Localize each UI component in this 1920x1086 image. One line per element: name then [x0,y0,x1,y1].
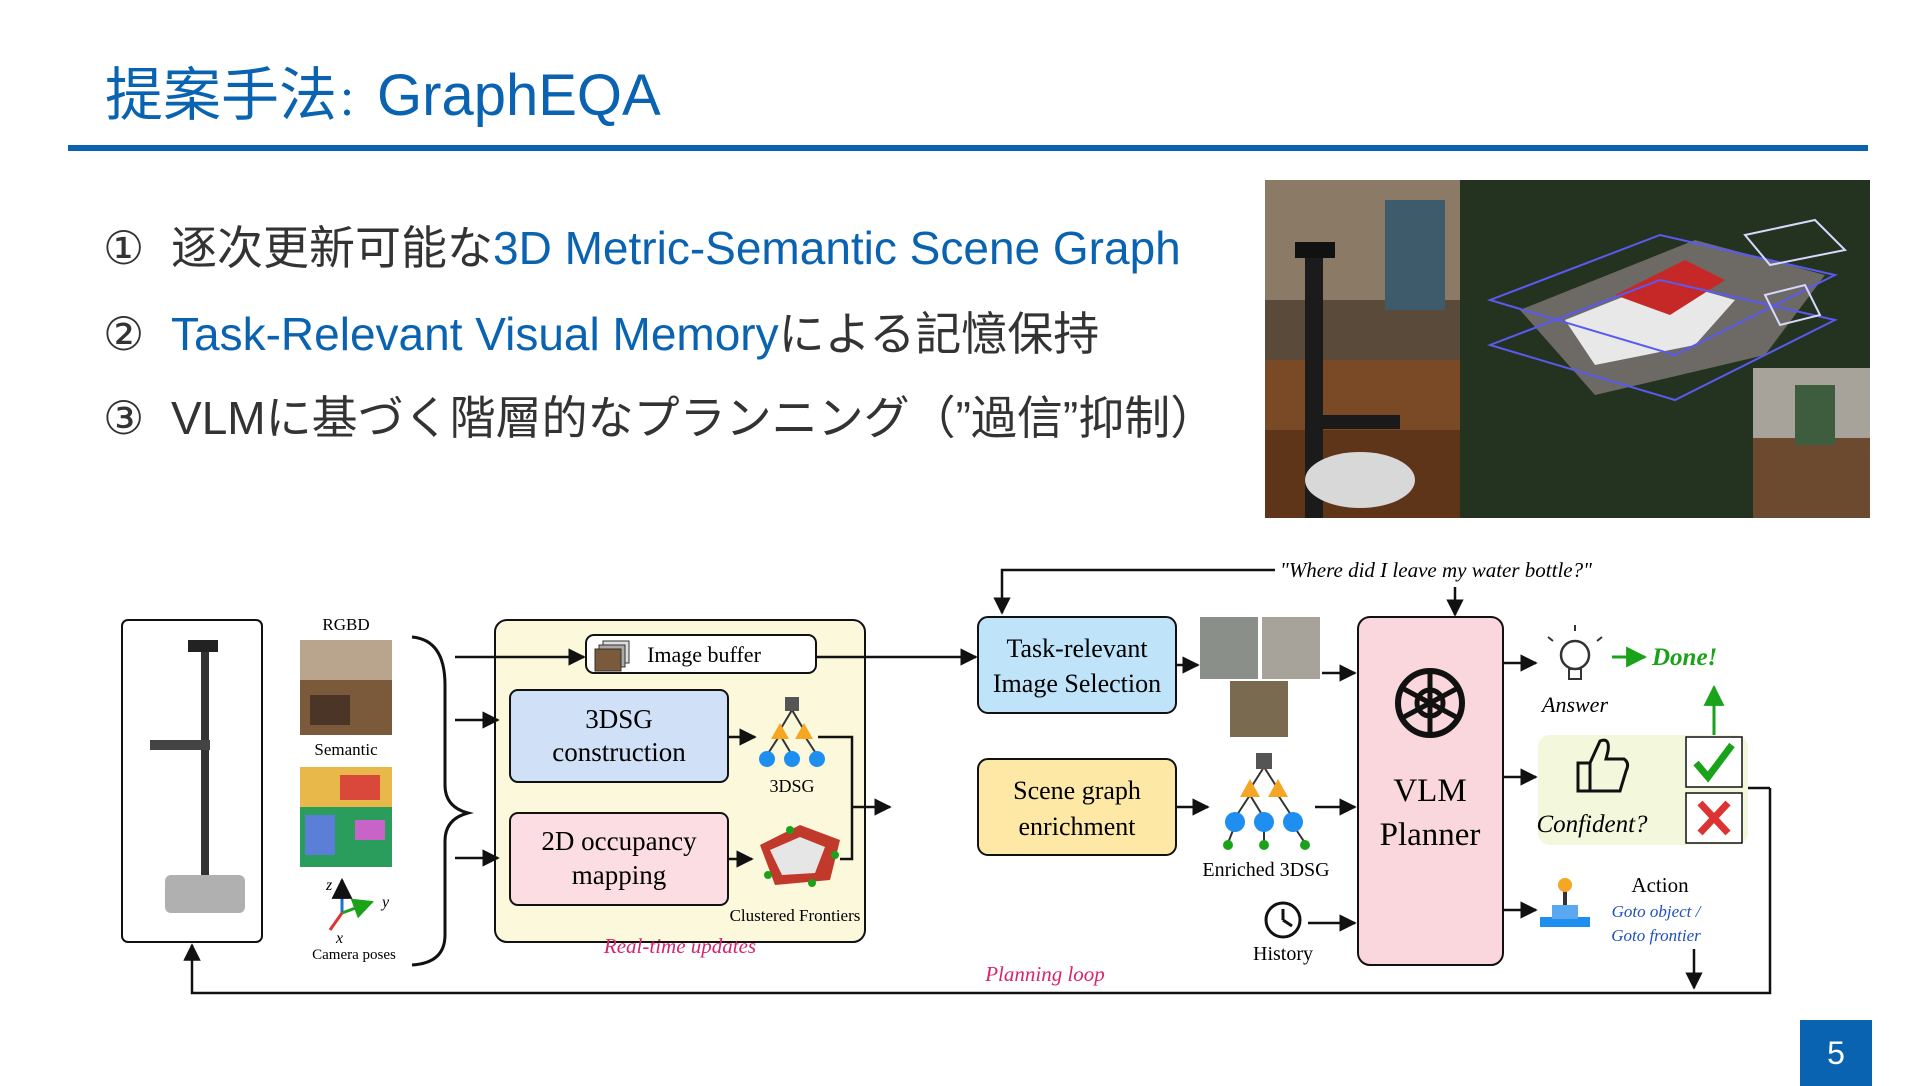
frontiers-label: Clustered Frontiers [730,906,861,925]
image-buffer-label: Image buffer [647,642,761,667]
enrichment-line1: Scene graph [1013,776,1141,805]
dsg-label: 3DSG [769,776,814,796]
cross-icon [1697,800,1731,836]
action-label: Action [1631,873,1689,897]
bullet-number: ③ [103,392,145,444]
lightbulb-icon [1547,625,1603,680]
axis-y-label: y [380,894,390,911]
title-underline [68,145,1868,151]
axis-x-label: x [335,930,343,947]
occupancy-line1: 2D occupancy [541,826,697,856]
page-title: 提案手法：GraphEQA [105,48,661,132]
answer-label: Answer [1540,692,1608,717]
bullet-1: ① 逐次更新可能な3D Metric-Semantic Scene Graph [103,212,1181,278]
query-text: "Where did I leave my water bottle?" [1280,558,1592,582]
vlm-planner-box [1357,616,1504,966]
bullet-text: 逐次更新可能な [171,222,494,274]
bullet-number: ② [103,308,145,360]
done-label: Done! [1651,644,1717,671]
check-box [1685,736,1743,788]
rgbd-label: RGBD [322,615,369,634]
image-selection-line2: Image Selection [993,669,1161,698]
history-icon [1264,901,1302,939]
robot-box [121,619,263,943]
openai-logo-icon [1395,668,1465,738]
semantic-image [300,767,392,867]
vlm-planner-line1: VLM [1393,773,1466,809]
dsg-graph-icon [759,697,825,767]
enriched-dsg-label: Enriched 3DSG [1202,859,1329,881]
scene-photo [1265,180,1870,518]
history-label: History [1253,943,1313,965]
action-sub-line1: Goto object / [1612,902,1703,921]
enrichment-line2: enrichment [1019,812,1137,841]
camera-poses-label: Camera poses [312,947,396,963]
selected-image-3 [1230,681,1288,737]
planning-loop-arrow [183,788,1772,995]
check-icon [1693,742,1735,783]
thumbs-up-icon [1576,738,1630,793]
bullet-number: ① [103,222,145,274]
image-selection-line1: Task-relevant [1006,634,1148,663]
dsg-construction-line2: construction [552,737,686,767]
enriched-dsg-icon [1223,753,1310,850]
selected-image-1 [1200,617,1258,679]
bullet-highlight: Task-Relevant Visual Memory [171,308,779,360]
query-arrow [993,568,1275,615]
page-number: 5 [1800,1020,1872,1086]
robot-icon [150,640,245,913]
bullet-highlight: 3D Metric-Semantic Scene Graph [493,222,1181,274]
bullet-text: VLMに基づく階層的なプランニング（”過信”抑制） [171,392,1217,444]
planning-loop-label: Planning loop [984,962,1105,986]
axis-z-label: z [325,877,333,894]
method-diagram: RGBD Semantic z y x Camera poses Image b… [121,558,1772,995]
title-separator: ： [337,79,378,125]
semantic-label: Semantic [314,740,378,759]
bullet-3: ③ VLMに基づく階層的なプランニング（”過信”抑制） [103,382,1216,448]
vlm-planner-line2: Planner [1380,817,1481,853]
selected-image-2 [1262,617,1320,679]
bullet-2: ② Task-Relevant Visual Memoryによる記憶保持 [103,298,1099,364]
image-selection-box [977,616,1177,714]
action-sub-line2: Goto frontier [1611,926,1701,945]
title-method-name: GraphEQA [377,63,661,128]
image-stack-icon [594,640,630,672]
joystick-icon [1540,878,1590,927]
frontier-map-icon [760,825,840,887]
realtime-footer: Real-time updates [603,934,756,958]
input-brace [411,635,474,967]
confident-label: Confident? [1536,811,1648,838]
bullet-text: による記憶保持 [778,308,1100,360]
camera-axes-icon [328,877,374,931]
merge-line [818,735,854,861]
dsg-construction-line1: 3DSG [585,704,653,734]
title-prefix: 提案手法 [105,61,338,129]
image-buffer-box [585,634,817,674]
occupancy-line2: mapping [572,860,667,890]
